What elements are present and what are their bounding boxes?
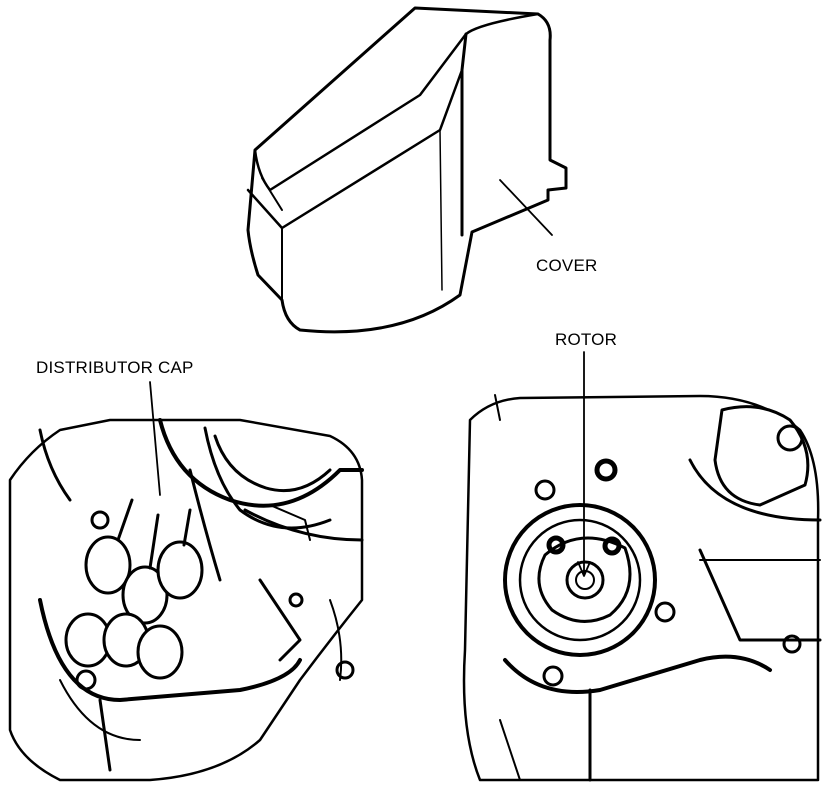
rotor-label: ROTOR	[555, 330, 618, 349]
cover-illustration	[248, 8, 566, 332]
distributor-cap-illustration	[10, 382, 362, 780]
rotor-illustration	[464, 352, 820, 780]
distributor-cap-label: DISTRIBUTOR CAP	[36, 358, 194, 377]
cover-label: COVER	[536, 256, 598, 275]
